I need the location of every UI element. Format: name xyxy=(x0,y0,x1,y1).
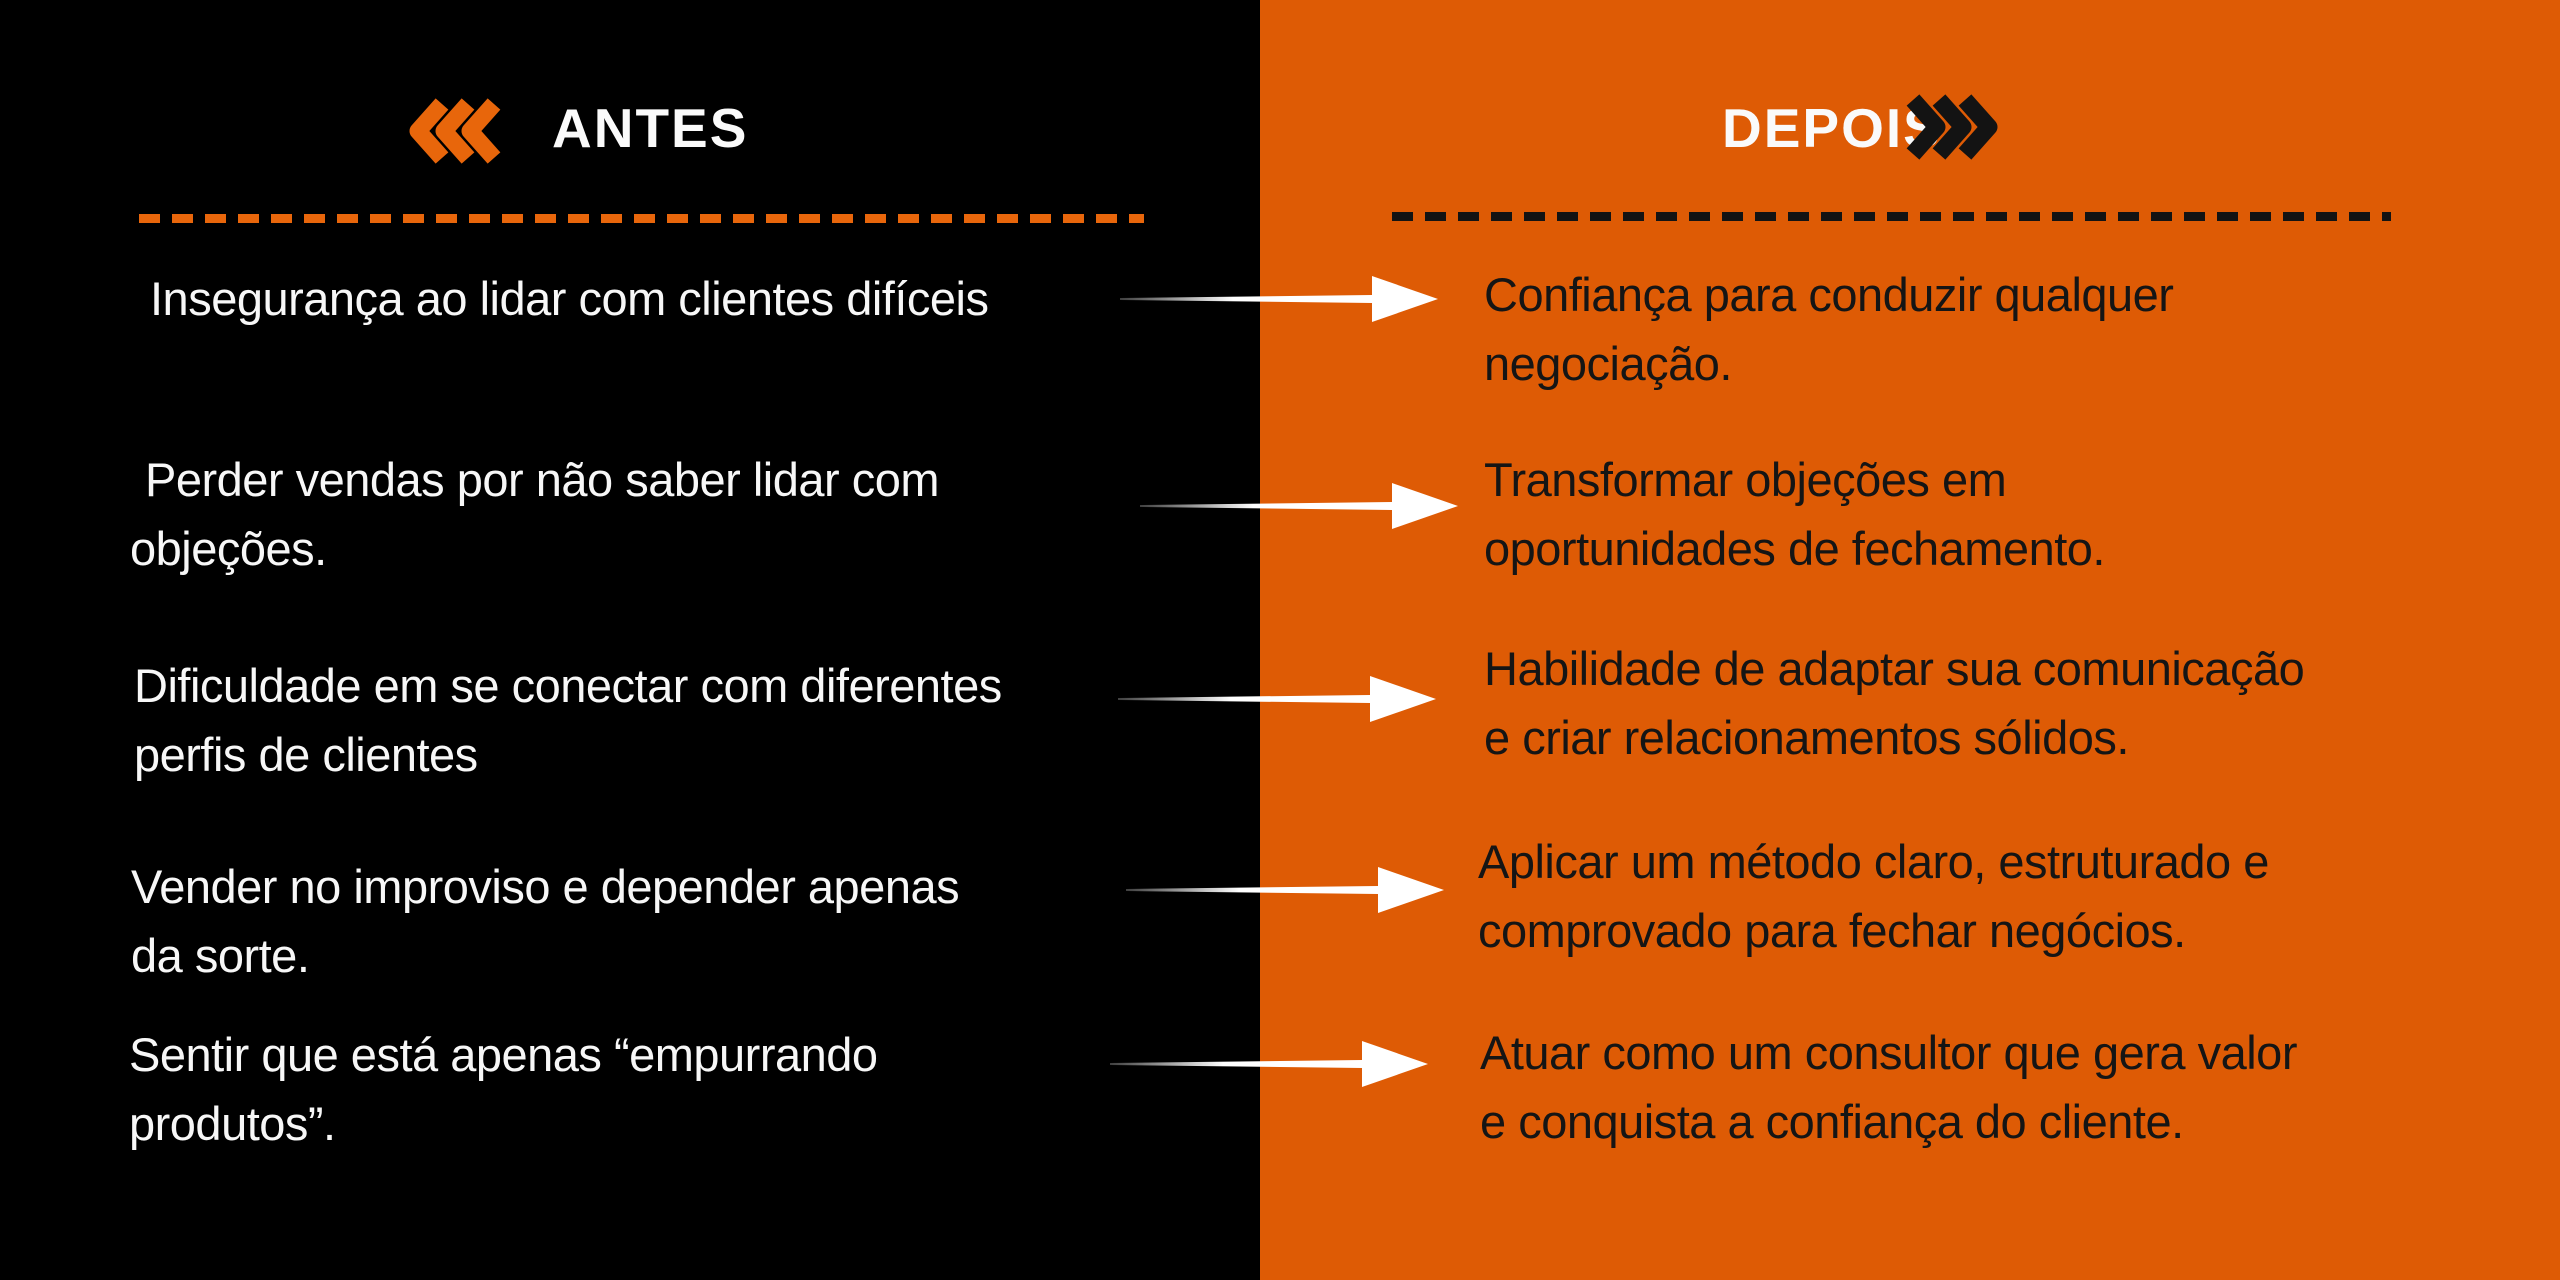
before-item-2-line-1: Perder vendas por não saber lidar com xyxy=(145,453,940,506)
right-arrow-icon xyxy=(1118,676,1436,722)
after-item-3-line-2: e criar relacionamentos sólidos. xyxy=(1484,711,2129,764)
before-item-4-line-2: da sorte. xyxy=(131,929,310,982)
before-item-4: Vender no improviso e depender apenas da… xyxy=(131,852,960,990)
before-panel-title: ANTES xyxy=(552,97,749,159)
after-item-1: Confiança para conduzir qualquer negocia… xyxy=(1484,260,2174,398)
triple-chevron-left-icon xyxy=(409,98,501,164)
after-item-4-line-1: Aplicar um método claro, estruturado e xyxy=(1478,835,2269,888)
before-item-5-line-2: produtos”. xyxy=(129,1097,336,1150)
before-item-5-line-1: Sentir que está apenas “empurrando xyxy=(129,1028,878,1081)
after-item-4-line-2: comprovado para fechar negócios. xyxy=(1478,904,2186,957)
right-arrow-icon xyxy=(1110,1041,1428,1087)
after-item-3-line-1: Habilidade de adaptar sua comunicação xyxy=(1484,642,2305,695)
after-panel-title: DEPOIS xyxy=(1722,97,1942,159)
before-item-3-line-1: Dificuldade em se conectar com diferente… xyxy=(134,659,1002,712)
right-arrow-icon xyxy=(1140,483,1458,529)
after-dashed-divider xyxy=(1392,212,2391,221)
before-item-3: Dificuldade em se conectar com diferente… xyxy=(134,651,1002,789)
before-item-3-line-2: perfis de clientes xyxy=(134,728,478,781)
before-item-1-line-1: Insegurança ao lidar com clientes difíce… xyxy=(150,272,989,325)
after-item-1-line-1: Confiança para conduzir qualquer xyxy=(1484,268,2174,321)
before-item-2: Perder vendas por não saber lidar com ob… xyxy=(130,445,940,583)
before-item-4-line-1: Vender no improviso e depender apenas xyxy=(131,860,960,913)
after-item-5-line-1: Atuar como um consultor que gera valor xyxy=(1480,1026,2297,1079)
after-item-2-line-2: oportunidades de fechamento. xyxy=(1484,522,2105,575)
before-dashed-divider xyxy=(139,214,1144,223)
right-arrow-icon xyxy=(1126,867,1444,913)
before-item-1: Insegurança ao lidar com clientes difíce… xyxy=(150,264,989,333)
after-item-2-line-1: Transformar objeções em xyxy=(1484,453,2007,506)
after-item-5: Atuar como um consultor que gera valor e… xyxy=(1480,1018,2297,1156)
after-item-3: Habilidade de adaptar sua comunicação e … xyxy=(1484,634,2305,772)
triple-chevron-right-icon xyxy=(1906,94,1998,160)
right-arrow-icon xyxy=(1120,276,1438,322)
before-item-5: Sentir que está apenas “empurrando produ… xyxy=(129,1020,878,1158)
after-item-2: Transformar objeções em oportunidades de… xyxy=(1484,445,2105,583)
after-item-4: Aplicar um método claro, estruturado e c… xyxy=(1478,827,2269,965)
after-item-1-line-2: negociação. xyxy=(1484,337,1732,390)
before-item-2-line-2: objeções. xyxy=(130,522,327,575)
after-item-5-line-2: e conquista a confiança do cliente. xyxy=(1480,1095,2184,1148)
